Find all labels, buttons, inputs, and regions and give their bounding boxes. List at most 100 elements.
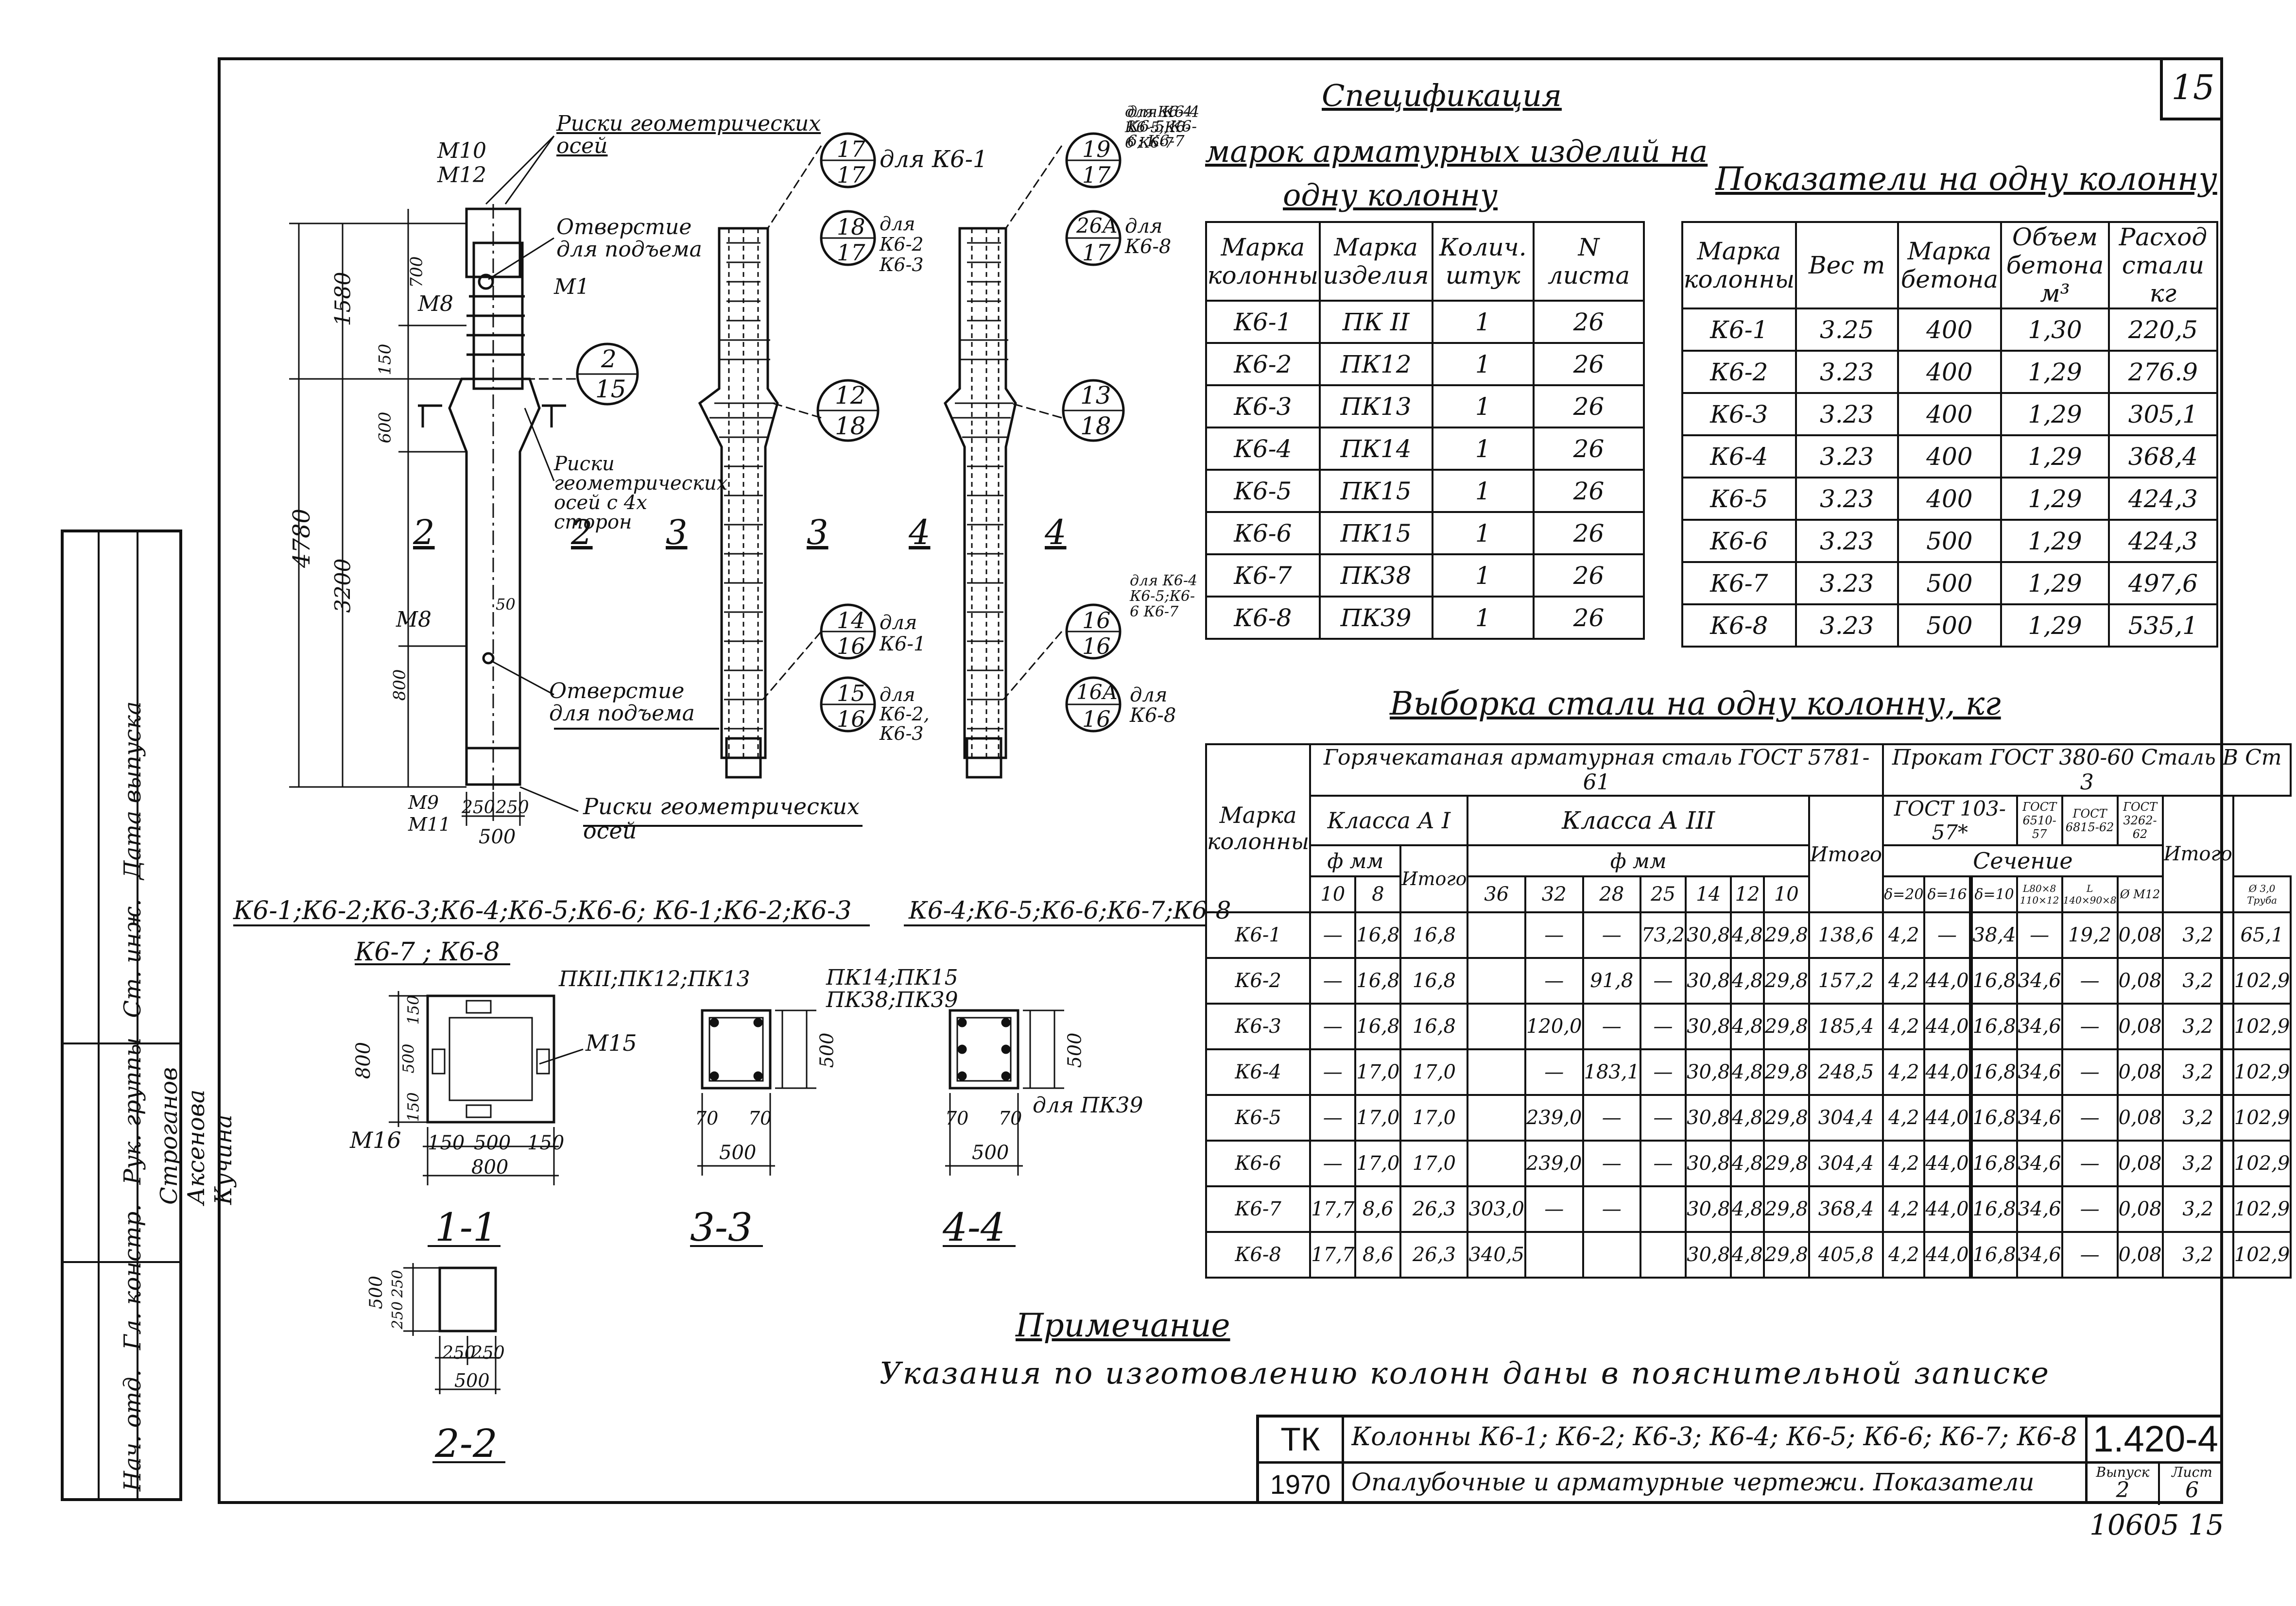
- spec-cell: 1: [1431, 596, 1535, 640]
- steel-cell: —: [1524, 1185, 1584, 1233]
- steel-cell: К6-1: [1205, 911, 1312, 959]
- indicators-cell: К6-2: [1681, 350, 1797, 394]
- s11-m16: M16: [350, 1127, 401, 1153]
- indicators-cell: 400: [1897, 350, 2003, 394]
- steel-cell: 3,2: [2161, 911, 2234, 959]
- spec-cell: 26: [1532, 469, 1645, 513]
- indicators-cell: 3.23: [1795, 350, 1899, 394]
- dimension-chain: [289, 209, 525, 826]
- steel-h-g6510: ГОСТ 6510-57: [2016, 795, 2063, 846]
- title-block: ТК 1970 Колонны К6-1; К6-2; К6-3; К6-4; …: [1256, 1415, 2223, 1505]
- circle-10-bottom: 16: [1082, 633, 1111, 659]
- label-m9: M9: [408, 792, 439, 813]
- dim-w500: 500: [479, 826, 516, 848]
- spec-cell: К6-5: [1205, 469, 1321, 513]
- steel-cell: 183,1: [1582, 1048, 1642, 1096]
- spec-h-1: Марка изделия: [1318, 221, 1433, 302]
- reinforcement-cage-3: [698, 227, 779, 779]
- steel-cell: 38,4: [1970, 911, 2018, 959]
- spec-cell: 1: [1431, 300, 1535, 344]
- steel-cell: 91,8: [1582, 957, 1642, 1005]
- steel-sub-14: δ=10: [1970, 875, 2018, 913]
- steel-h-total2: Итого: [2161, 795, 2234, 913]
- note-text: Указания по изготовлению колонн даны в п…: [880, 1355, 2050, 1391]
- steel-h-rolled: Прокат ГОСТ 380-60 Сталь В Ст 3: [1882, 743, 2292, 797]
- indicators-cell: 1,29: [2000, 519, 2110, 563]
- s22-dim-3: 250: [442, 1343, 476, 1363]
- spec-cell: 1: [1431, 427, 1535, 471]
- steel-cell: 304,4: [1808, 1140, 1884, 1187]
- section-mark-5: 4: [1045, 513, 1067, 552]
- s44-note: для ПК39: [1033, 1093, 1143, 1118]
- steel-cell: 34,6: [2016, 1140, 2063, 1187]
- spec-cell: 1: [1431, 511, 1535, 555]
- s11-dim-1: 500: [474, 1132, 511, 1154]
- steel-cell: 368,4: [1808, 1185, 1884, 1233]
- s44-dim-2: 500: [972, 1142, 1009, 1164]
- steel-cell: 239,0: [1524, 1094, 1584, 1142]
- indicators-cell: 400: [1897, 477, 2003, 521]
- s33-dim-0: 70: [695, 1108, 719, 1129]
- steel-cell: 17,0: [1354, 1048, 1402, 1096]
- steel-cell: —: [2061, 957, 2119, 1005]
- spec-cell: 26: [1532, 596, 1645, 640]
- steel-sub-17: Ø М12: [2116, 875, 2164, 913]
- circle-5-bottom: 15: [595, 375, 626, 403]
- circle-7-bottom: 18: [1080, 412, 1111, 440]
- steel-table: Марка колонны Горячекатаная арматурная с…: [1205, 743, 2292, 1279]
- steel-cell: 102,9: [2232, 1140, 2292, 1187]
- indicators-cell: К6-1: [1681, 308, 1797, 352]
- dim-total: 4780: [288, 508, 316, 568]
- steel-cell: —: [1309, 957, 1357, 1005]
- section-4-4: [945, 1009, 1064, 1176]
- spec-title-3: одну колонну: [1283, 177, 1498, 213]
- indicators-cell: 424,3: [2107, 519, 2219, 563]
- steel-cell: 0,08: [2116, 1231, 2164, 1279]
- steel-cell: 30,8: [1685, 957, 1732, 1005]
- ind-h-0: Марка колонны: [1681, 221, 1797, 309]
- callout-leaders: [485, 135, 579, 812]
- steel-cell: 16,8: [1354, 957, 1402, 1005]
- steel-cell: 185,4: [1808, 1003, 1884, 1050]
- steel-cell: 16,8: [1970, 957, 2018, 1005]
- spec-cell: 26: [1532, 384, 1645, 428]
- tb-line1: Колонны К6-1; К6-2; К6-3; К6-4; К6-5; К6…: [1351, 1422, 2077, 1452]
- steel-h-cls3: Класса А III: [1467, 795, 1810, 846]
- dim-lower: 3200: [330, 558, 356, 613]
- callout-risk-bottom: Риски геометрических осей: [583, 793, 860, 844]
- steel-h-g3262: ГОСТ 3262-62: [2116, 795, 2164, 846]
- spec-cell: ПК38: [1318, 553, 1433, 598]
- circle-3-top: 19: [1082, 136, 1111, 162]
- steel-sub-6: 25: [1640, 875, 1687, 913]
- indicators-table: Марка колонны Вес т Марка бетона Объем б…: [1681, 221, 2219, 648]
- steel-h-g6815: ГОСТ 6815-62: [2061, 795, 2119, 846]
- steel-cell: 17,7: [1309, 1231, 1357, 1279]
- indicators-cell: К6-5: [1681, 477, 1797, 521]
- callout-risk-mid: Риски геометрических осей с 4х сторон: [554, 453, 728, 533]
- ind-h-4: Расход стали кг: [2107, 221, 2219, 309]
- indicators-cell: 276.9: [2107, 350, 2219, 394]
- callout-hole-bottom: Отверстие для подъема: [549, 679, 695, 726]
- circle-note-k62: для К6-2 К6-3: [880, 213, 924, 275]
- callout-hole-top: Отверстие для подъема: [556, 215, 702, 262]
- steel-cell: 26,3: [1399, 1231, 1469, 1279]
- s11-dim-0: 150: [428, 1132, 465, 1154]
- indicators-cell: 1,29: [2000, 603, 2110, 648]
- circle-10-top: 16: [1082, 607, 1111, 633]
- steel-sub-2: Итого: [1399, 844, 1469, 913]
- steel-cell: 17,7: [1309, 1185, 1357, 1233]
- dim-w250a: 250: [462, 798, 495, 818]
- section-1-1: [389, 991, 584, 1185]
- dim-800: 800: [390, 669, 410, 701]
- circle-8-top: 14: [837, 607, 865, 633]
